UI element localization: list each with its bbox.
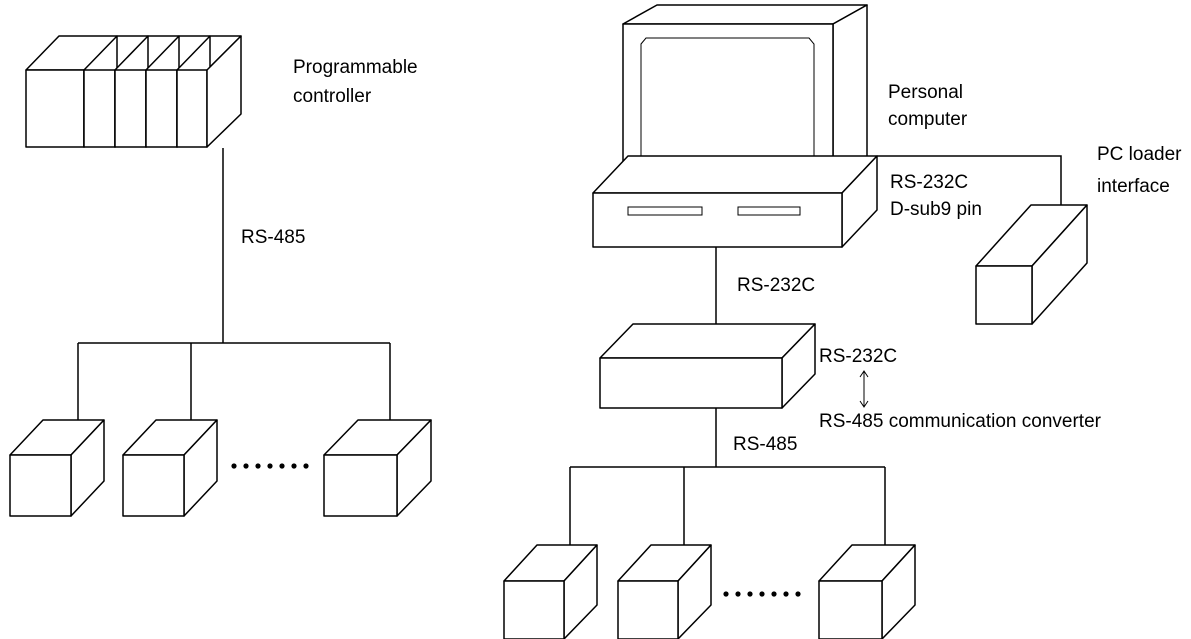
loader-label-line1: PC loader (1097, 144, 1182, 165)
right-bus-wiring (569, 408, 886, 545)
pc-label-line1: Personal (888, 82, 963, 103)
left-device-2 (122, 419, 218, 517)
left-device-1 (9, 419, 105, 517)
right-device-1 (503, 544, 598, 639)
loader-label-line2: interface (1097, 176, 1170, 197)
converter-label-line1: RS-232C (819, 346, 897, 367)
pc-loader-interface (975, 204, 1088, 325)
right-ellipsis-dots (723, 591, 801, 597)
plc-label-line2: controller (293, 86, 372, 107)
pc-port-label-line2: D-sub9 pin (890, 199, 982, 220)
pc-to-converter-label: RS-232C (737, 275, 815, 296)
left-bus-wiring (77, 148, 391, 420)
personal-computer (592, 4, 878, 248)
right-device-2 (617, 544, 712, 639)
converter-label-line2: RS-485 communication converter (819, 411, 1102, 432)
bidirectional-arrow-icon (859, 370, 869, 408)
left-bus-label: RS-485 (241, 227, 305, 248)
left-device-3 (323, 419, 432, 517)
right-device-3 (818, 544, 916, 639)
loader-cable (877, 155, 1062, 206)
pc-port-label-line1: RS-232C (890, 172, 968, 193)
programmable-controller (25, 35, 242, 148)
pc-label-line2: computer (888, 109, 968, 130)
right-bus-label: RS-485 (733, 434, 797, 455)
left-ellipsis-dots (231, 463, 309, 469)
plc-label-line1: Programmable (293, 57, 418, 78)
communication-converter (599, 323, 816, 409)
